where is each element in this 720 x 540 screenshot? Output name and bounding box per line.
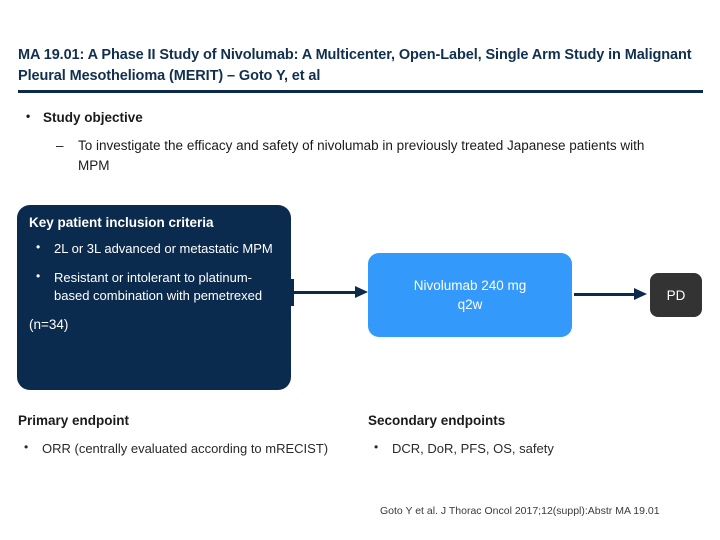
study-objective-detail: To investigate the efficacy and safety o… <box>56 136 658 175</box>
primary-endpoint-section: Primary endpoint ORR (centrally evaluate… <box>18 412 348 458</box>
treatment-arm-label: Nivolumab 240 mg q2w <box>413 277 527 312</box>
secondary-endpoints-heading: Secondary endpoints <box>368 413 506 428</box>
inclusion-criteria-title: Key patient inclusion criteria <box>29 215 214 230</box>
arrow-head-icon <box>634 288 647 300</box>
arrow-inclusion-to-treatment <box>291 291 357 294</box>
inclusion-criteria-item: 2L or 3L advanced or metastatic MPM <box>33 239 279 258</box>
treatment-arm-box: Nivolumab 240 mg q2w <box>368 253 572 337</box>
secondary-endpoints-item: DCR, DoR, PFS, OS, safety <box>368 439 698 459</box>
secondary-endpoints-section: Secondary endpoints DCR, DoR, PFS, OS, s… <box>368 412 698 458</box>
progressive-disease-box: PD <box>650 273 702 317</box>
citation-reference: Goto Y et al. J Thorac Oncol 2017;12(sup… <box>380 505 660 517</box>
study-objective-heading: Study objective <box>22 107 682 128</box>
primary-endpoint-item: ORR (centrally evaluated according to mR… <box>18 439 348 459</box>
arrow-treatment-to-outcome <box>574 293 636 296</box>
arrow-head-icon <box>355 286 368 298</box>
inclusion-criteria-box: Key patient inclusion criteria 2L or 3L … <box>17 205 291 390</box>
primary-endpoint-heading: Primary endpoint <box>18 413 130 428</box>
progressive-disease-label: PD <box>666 287 686 303</box>
enrollment-count: (n=34) <box>29 317 69 333</box>
study-objective-section: Study objective To investigate the effic… <box>22 107 682 176</box>
title-divider-rule <box>18 90 703 93</box>
inclusion-criteria-item: Resistant or intolerant to platinum-base… <box>33 268 279 305</box>
slide-title: MA 19.01: A Phase II Study of Nivolumab:… <box>18 45 708 86</box>
slide-title-text: MA 19.01: A Phase II Study of Nivolumab:… <box>18 47 692 84</box>
